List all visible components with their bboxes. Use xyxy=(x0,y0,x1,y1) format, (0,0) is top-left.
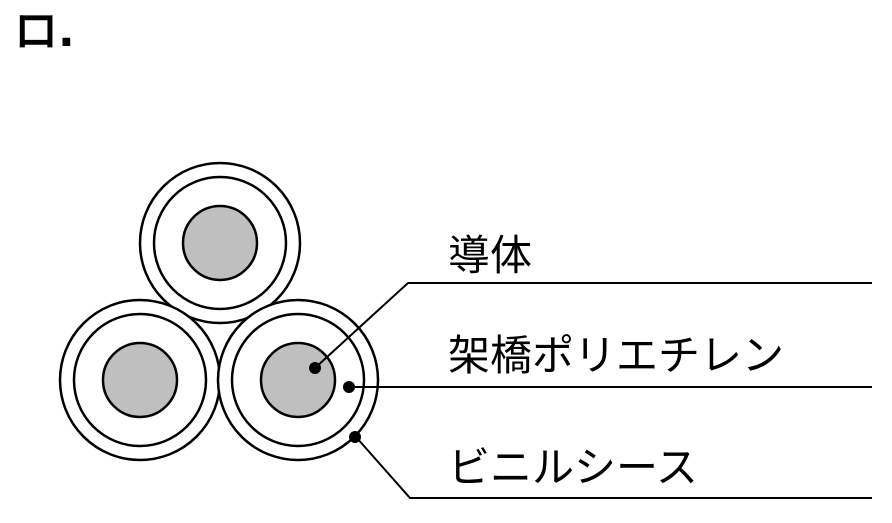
cable-core-bottom-left xyxy=(58,298,222,462)
label-sheath: ビニルシース xyxy=(448,443,698,492)
question-label: ロ. xyxy=(14,6,75,57)
leader-dot-sheath xyxy=(349,431,361,443)
leader-lines xyxy=(314,282,872,499)
cable-core-top xyxy=(138,161,302,325)
leader-dot-conductor xyxy=(309,362,321,374)
label-conductor: 導体 xyxy=(448,231,532,280)
label-insulation: 架橋ポリエチレン xyxy=(448,331,784,380)
cable-core-bottom-right xyxy=(216,298,380,462)
conductor-bottom-left xyxy=(101,341,179,419)
leader-line-sheath xyxy=(355,436,872,499)
leader-line-conductor xyxy=(314,282,872,369)
conductor-top xyxy=(181,204,259,282)
leader-dot-insulation xyxy=(343,381,355,393)
conductor-bottom-right xyxy=(259,341,337,419)
